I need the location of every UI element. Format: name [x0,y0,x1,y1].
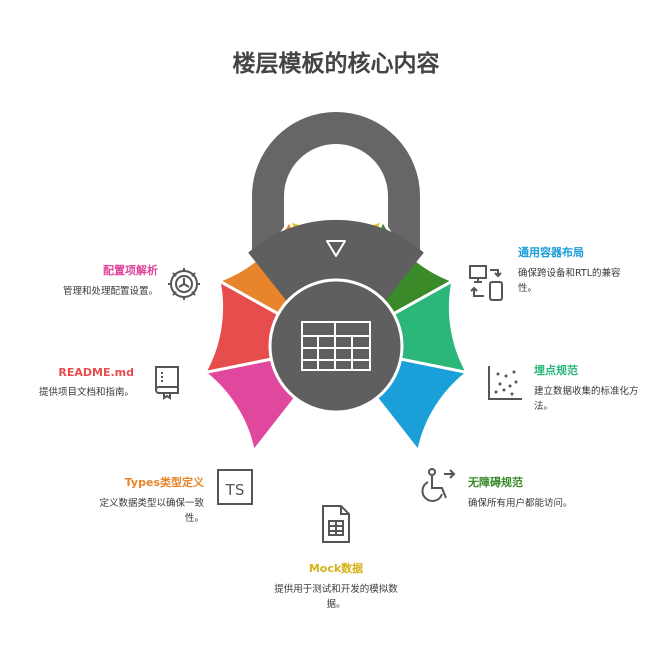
devices-icon [469,265,503,301]
item-readme-desc: 提供项目文档和指南。 [38,387,134,398]
item-config-desc: 管理和处理配置设置。 [62,286,158,297]
spreadsheet-document-icon [322,505,350,543]
ts-file-icon: TS [217,469,253,505]
item-types: Types类型定义 定义数据类型以确保一致性。 [94,474,204,526]
page-title: 楼层模板的核心内容 [232,51,440,77]
item-container-desc: 确保跨设备和RTL的兼容性。 [518,268,621,294]
item-container: 通用容器布局 确保跨设备和RTL的兼容性。 [518,244,638,296]
down-triangle-icon [326,240,346,257]
svg-text:TS: TS [225,481,245,499]
item-config-title: 配置项解析 [103,264,158,277]
item-tracking-title: 埋点规范 [534,364,578,377]
item-readme-title: README.md [58,366,134,379]
item-mock-desc: 提供用于测试和开发的模拟数据。 [274,584,398,610]
item-mock: Mock数据 提供用于测试和开发的模拟数据。 [266,560,406,612]
item-accessibility-desc: 确保所有用户都能访问。 [468,498,573,509]
wheelchair-icon [421,468,456,502]
item-accessibility: 无障碍规范 确保所有用户都能访问。 [468,474,578,511]
layout-grid-icon [301,321,371,371]
item-accessibility-title: 无障碍规范 [468,476,523,489]
item-container-title: 通用容器布局 [518,246,584,259]
padlock-top-cap [248,219,424,306]
item-tracking: 埋点规范 建立数据收集的标准化方法。 [534,362,652,414]
gear-network-icon [168,268,200,300]
padlock-shackle [252,112,420,250]
item-tracking-desc: 建立数据收集的标准化方法。 [534,386,639,412]
item-types-desc: 定义数据类型以确保一致性。 [99,498,204,524]
item-config: 配置项解析 管理和处理配置设置。 [20,262,158,299]
item-mock-title: Mock数据 [308,562,364,575]
item-types-title: Types类型定义 [124,476,204,489]
item-readme: README.md 提供项目文档和指南。 [20,366,134,400]
scatter-plot-icon [488,366,522,400]
book-icon [155,366,179,400]
